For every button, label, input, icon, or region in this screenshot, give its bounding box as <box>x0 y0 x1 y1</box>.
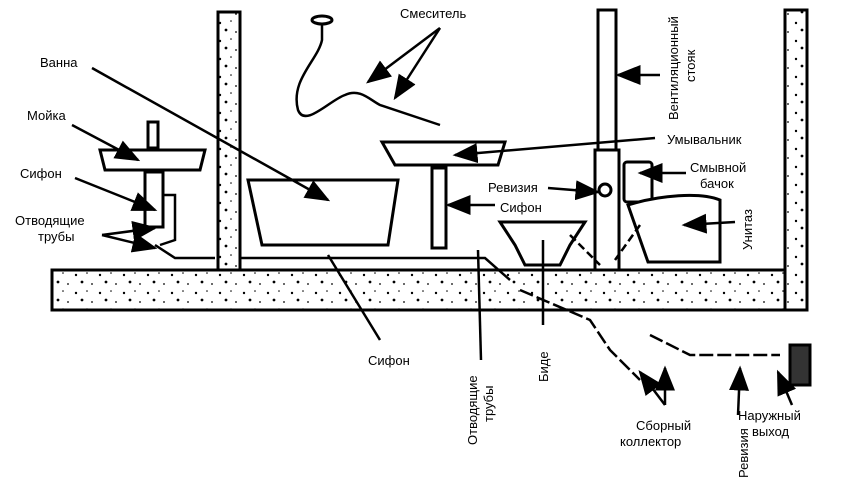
left-wall <box>216 10 242 272</box>
label-mixer: Смеситель <box>400 6 467 21</box>
mixer-faucet <box>295 14 441 127</box>
label-siphon-bottom: Сифон <box>368 353 410 368</box>
label-cistern-1: Смывной <box>690 160 746 175</box>
label-siphon-mid: Сифон <box>500 200 542 215</box>
label-collector-1: Сборный <box>636 418 691 433</box>
bathtub <box>240 178 450 260</box>
label-collector-2: коллектор <box>620 434 681 449</box>
floor-slab <box>50 268 794 312</box>
label-revision-top: Ревизия <box>488 180 538 195</box>
label-kitchen-sink: Мойка <box>27 108 66 123</box>
label-wash-basin: Умывальник <box>667 132 742 147</box>
label-drain-pipes-bottom-2: трубы <box>481 386 496 422</box>
vent-stack-lower <box>593 148 621 272</box>
label-outlet-1: Наружный <box>738 408 801 423</box>
collector-pipe <box>519 224 780 381</box>
label-bidet: Биде <box>536 351 551 382</box>
wash-basin <box>379 140 511 281</box>
toilet <box>622 160 722 264</box>
vent-stack <box>596 8 618 152</box>
label-drain-pipes-left-1: Отводящие <box>15 213 85 228</box>
label-vent-stack-2: стояк <box>683 49 698 82</box>
label-toilet: Унитаз <box>740 209 755 250</box>
outer-wall-stub <box>788 343 812 387</box>
label-vent-stack-1: Вентиляционный <box>666 16 681 120</box>
label-revision-bottom: Ревизия <box>736 428 751 478</box>
label-outlet-2: выход <box>752 424 790 439</box>
label-drain-pipes-left-2: трубы <box>38 229 74 244</box>
label-drain-pipes-bottom-1: Отводящие <box>465 375 480 445</box>
label-cistern-2: бачок <box>700 176 734 191</box>
label-bathtub: Ванна <box>40 55 78 70</box>
revision-hatch <box>597 182 613 198</box>
right-wall <box>783 8 809 312</box>
label-siphon-left: Сифон <box>20 166 62 181</box>
